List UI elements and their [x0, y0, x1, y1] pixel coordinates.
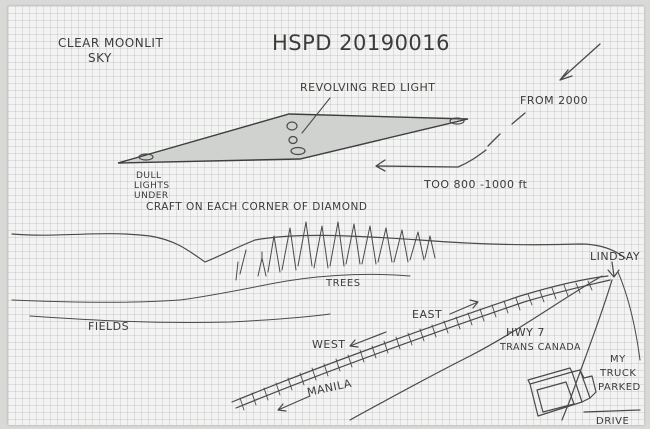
field-line [29, 313, 331, 324]
manila-arrow [277, 395, 311, 412]
railway-track [235, 279, 611, 409]
craft-corner-light [449, 117, 465, 125]
field-line [11, 299, 181, 303]
craft-corner-light [290, 146, 306, 156]
horizon-hills [11, 233, 626, 263]
drive-label: DRIVE [596, 416, 629, 427]
dull-lights-line2: LIGHTS [134, 181, 170, 191]
west-arrow [349, 331, 387, 348]
page-title: HSPD 20190016 [272, 31, 450, 55]
craft-diamond [117, 113, 469, 164]
craft-corner-light [138, 153, 154, 161]
railway-track [231, 275, 609, 403]
dull-lights-line3: UNDER [134, 191, 169, 201]
truck-note-line2: TRUCK [599, 368, 636, 379]
sky-note-line1: CLEAR MOONLIT [58, 36, 163, 50]
flight-path-line [375, 112, 526, 172]
flight-path-arrow [559, 43, 601, 81]
east-arrow [449, 299, 479, 315]
sky-note-line2: SKY [88, 51, 112, 65]
road-edge [561, 279, 613, 421]
graph-paper-sheet [8, 6, 644, 425]
field-line [179, 273, 411, 301]
dull-lights-line1: DULL [136, 171, 162, 181]
red-light-label: REVOLVING RED LIGHT [300, 81, 435, 94]
truck-note-line1: MY [610, 354, 626, 365]
truck-note-line3: PARKED [598, 382, 641, 393]
trees-label: TREES [325, 278, 361, 289]
drive-line [583, 409, 641, 413]
railway-ties [239, 280, 593, 411]
craft-corner-light [286, 121, 298, 131]
west-label: WEST [312, 338, 346, 351]
truck-drawing [527, 367, 597, 417]
lindsay-arrow [607, 261, 620, 278]
red-light [288, 135, 298, 145]
tree-line [235, 221, 436, 281]
east-label: EAST [412, 308, 442, 321]
lindsay-label: LINDSAY [590, 250, 640, 263]
road-edge [349, 275, 603, 421]
altitude-note: TOO 800 -1000 ft [423, 178, 528, 191]
red-light-pointer [301, 97, 331, 134]
road-edge [617, 271, 641, 361]
fields-label: FIELDS [88, 320, 129, 333]
highway-label: HWY 7 [506, 326, 545, 339]
highway-sublabel: TRANS CANADA [499, 342, 581, 353]
manila-label: MANILA [306, 377, 353, 399]
direction-from-label: FROM 2000 [520, 94, 588, 107]
craft-note: CRAFT ON EACH CORNER OF DIAMOND [146, 201, 367, 213]
